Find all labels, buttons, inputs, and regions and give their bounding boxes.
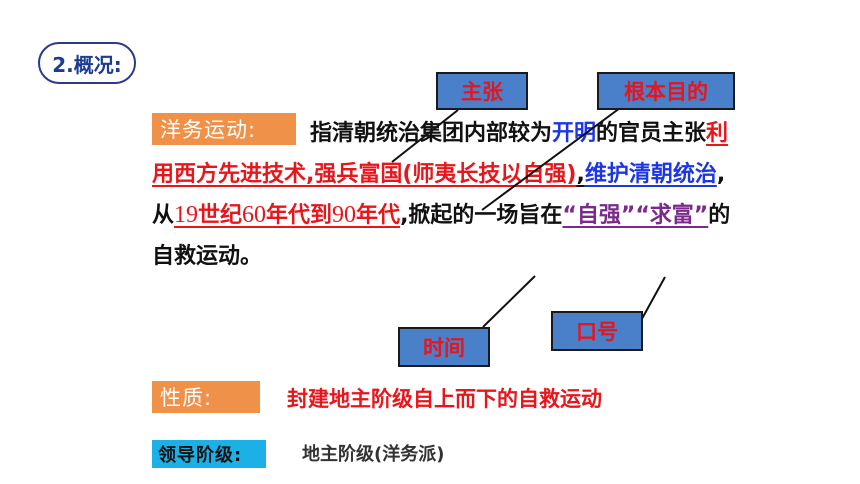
def-highlight-zhuzhang: 利用西方先进技术,强兵富国(师夷长技以自强): [152, 121, 729, 187]
def-part: ,: [576, 162, 585, 187]
def-number: 60: [242, 202, 267, 228]
nature-label: 性质:: [152, 381, 260, 413]
def-part: 的官员主张: [596, 121, 707, 146]
callout-mudi: 根本目的: [597, 72, 735, 110]
def-number: 19: [174, 202, 199, 228]
def-part: 指清朝统治集团内部较为: [310, 121, 553, 146]
def-part: ,从: [152, 162, 726, 228]
def-highlight-slogan: “自强”“求富”: [562, 203, 709, 228]
section-heading: 2.概况:: [38, 42, 136, 84]
def-part: 的自救运动。: [152, 203, 731, 269]
callout-zhuzhang: 主张: [436, 72, 528, 110]
callout-shijian: 时间: [398, 327, 490, 367]
def-highlight-time: 世纪: [198, 203, 243, 228]
leader-text: 地主阶级(洋务派): [302, 444, 445, 465]
def-highlight-time: 年代到: [266, 203, 333, 228]
def-highlight-mudi: 维护清朝统治: [584, 162, 717, 187]
def-highlight-time: 年代: [356, 203, 401, 228]
definition-text: 指清朝统治集团内部较为开明的官员主张利用西方先进技术,强兵富国(师夷长技以自强)…: [152, 113, 742, 277]
def-number: 90: [332, 202, 357, 228]
def-part: ,掀起的一场旨在: [400, 203, 563, 228]
callout-kouhao: 口号: [551, 311, 643, 351]
leader-label: 领导阶级:: [152, 440, 266, 468]
definition-label: 洋务运动:: [152, 113, 296, 145]
connector-zhuzhang: [391, 109, 459, 163]
connector-mudi: [481, 107, 621, 211]
connector-shijian: [482, 275, 536, 328]
nature-text: 封建地主阶级自上而下的自救运动: [287, 387, 602, 411]
